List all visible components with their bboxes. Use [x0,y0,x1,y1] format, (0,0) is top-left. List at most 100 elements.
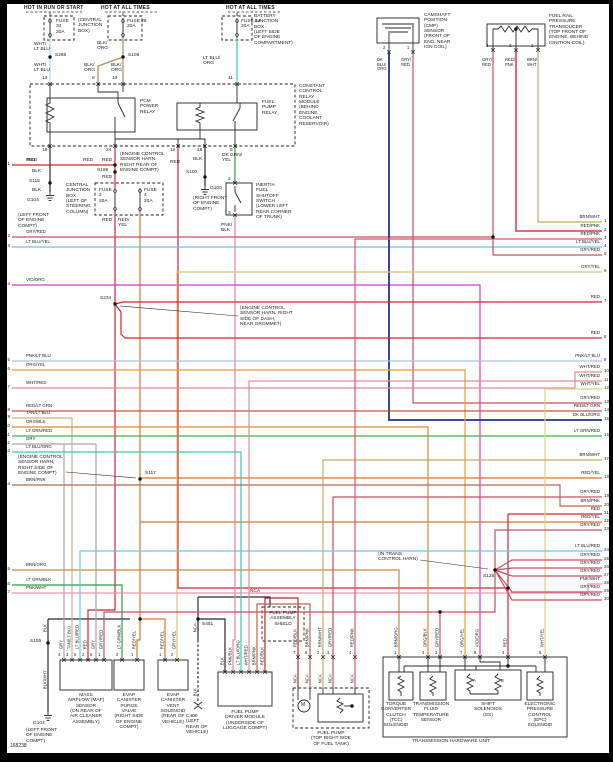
wire-gryred [412,52,602,404]
wire-label-vertical: GRY/RED [434,627,440,648]
fuse-icon [113,207,117,211]
component-box [157,659,189,691]
wire-label-vertical: RED/BLK [259,646,265,666]
left-edge-number: 4 [7,281,10,286]
shift-solenoids-label: SHIFT SOLENOIDS (SS) [474,702,502,718]
pin-number: 2 [116,652,119,657]
frp-transducer-label: FUEL RAIL PRESSURE TRANSDUCER (TOP FRONT… [549,14,589,46]
left-edge-wire-label: BRN/ORG [26,562,47,568]
pin-number: 5 [74,652,77,657]
right-edge-wire-label: RED/LT GRN [573,403,600,409]
right-edge-number: 29 [604,588,609,593]
splice-dot [138,477,142,481]
harness-note: (ENGINE CONTROL SENSOR HARN. RIGHT SIDE … [240,306,293,328]
component-box [261,606,305,642]
central-junction-box-top-label: (CENTRAL JUNCTION BOX) [78,18,103,34]
battery-junction-box-label: BATTERY JUNCTION BOX (LEFT SIDE OF ENGIN… [254,14,293,46]
left-edge-wire-label: TAN/LT BLU [26,410,51,416]
wire-blk [119,305,239,317]
ground-g104-label: G104 [27,198,39,203]
wire-label-vertical: BRN/WHT [317,627,323,648]
solenoid-b-label: B [501,678,504,683]
wire-blk [44,98,56,132]
wire-label: WHT/ LT BLU [34,42,50,53]
splice-dot [46,641,50,645]
pin-mark [77,657,83,663]
fuse-icon [48,19,52,23]
wire-label-vertical: BLK [42,624,48,633]
fuse-14-label: FUSE 14 20A [241,19,261,30]
left-edge-wire-label: ORG/BLK [26,419,46,425]
wire-label: GRY/ RED [482,57,493,67]
right-edge-wire-label: PNK/LT BLU [575,353,600,359]
left-edge-wire-label: LT GRN/BLK [26,577,52,583]
left-edge-wire-label: PNK/LT BLU [26,353,51,359]
splice-dot [48,55,52,59]
pin-number: 8 [92,76,95,81]
wire-label-vertical: WHT/RED [243,645,249,666]
left-edge-wire-label: WHT/RED [26,380,47,386]
right-edge-wire-label: GRY/RED [580,592,600,598]
pin-mark [437,654,443,660]
wire-label-vertical: LT GRN/BLK [116,624,122,650]
left-edge-wire-label: LT BLU/YEL [26,239,50,245]
pin-mark [396,654,402,660]
pin-mark [513,47,519,53]
pin-mark [320,654,326,660]
wire-label: WHT/ LT BLU [34,63,50,74]
wire-blk [428,675,438,696]
pin-mark [254,669,260,675]
left-edge-number: 14 [5,481,10,486]
wire-gryred [103,570,496,660]
splice-s100: S100 [186,170,198,175]
wire-label-vertical: GRY [58,640,64,650]
wire-blk [194,103,206,130]
pin-mark [61,657,67,663]
fuel-pump-shield-label: FUEL PUMP ASSEMBLY SHIELD [269,611,297,627]
left-edge-wire-label: PNK/WHT [26,585,47,591]
fuel-pump-label: FUEL PUMP (TOP RIGHT SIDE OF FUEL TANK) [311,731,351,747]
page-border-right [609,0,613,762]
component-box [454,669,522,701]
wire-label-vertical: LT BLU/ORG [235,640,241,666]
right-edge-wire-label: RED/YEL [581,470,600,476]
right-edge-wire-label: LT GRN/RED [573,428,600,434]
wire-label-vertical: GRY/RED [327,627,333,648]
wire-label-vertical: NCA [292,674,298,684]
pin-mark [230,669,236,675]
wire-label: BLK/ ORG [97,41,108,52]
right-edge-number: 12 [604,385,609,390]
pin-number: 4 [58,652,61,657]
wire-blk [193,701,203,706]
ground-location: (RIGHT FRONT OF ENGINE COMPT) [193,196,228,212]
pin-mark [112,143,118,149]
left-edge-wire-label: LT GRN/RED [26,428,53,434]
ground-g104-label: G104 [33,721,45,726]
wire-blk [465,673,475,694]
component-box [59,659,113,691]
wire-label: RED [102,175,113,180]
right-edge-number: 5 [604,251,607,256]
right-edge-number: 4 [604,243,607,248]
wire-whtred [12,371,602,389]
wire-label-vertical: GRY/RED [98,629,104,650]
right-edge-number: 15 [604,416,609,421]
left-edge-number: 5 [7,357,10,362]
pin-number: 3 [435,650,438,655]
right-edge-wire-label: LT BLU/RED [575,543,600,549]
wire-orgblk [12,426,429,657]
wire-ltgrnblk [12,584,123,660]
pin-mark [295,654,301,660]
splice-dot [113,302,117,306]
wire-vioorg [12,284,481,657]
component-box [388,671,414,701]
fuel-pump-relay-label: FUEL PUMP RELAY [262,100,278,116]
nca-label: NCA [250,589,261,594]
wire-label-vertical: RED/YEL [131,630,137,650]
right-edge-wire-label: WHT/RED [579,373,601,379]
pin-number: 1 [407,45,410,50]
pin-mark [262,669,268,675]
wire-ltblured [79,550,602,660]
wire-label: PNK/ BLK [221,223,233,234]
splice-s451: S451 [202,622,214,627]
